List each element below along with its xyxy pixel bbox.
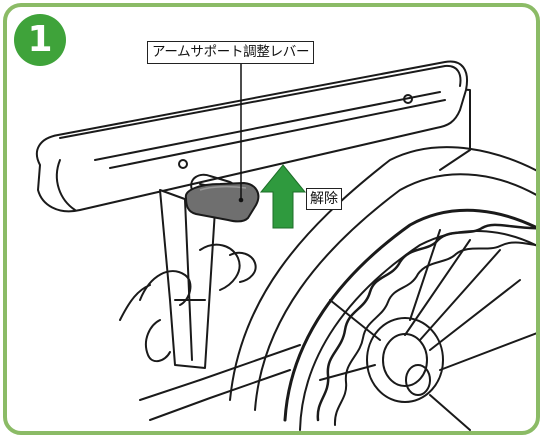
release-label: 解除 bbox=[306, 188, 342, 210]
up-arrow-icon bbox=[259, 164, 307, 229]
wheel-hub bbox=[366, 317, 444, 403]
lever-callout-label: アームサポート調整レバー bbox=[147, 41, 315, 64]
armrest-screw-hole bbox=[178, 159, 188, 169]
wheel-tire bbox=[229, 146, 536, 401]
hand bbox=[139, 243, 257, 363]
armrest-pad bbox=[35, 60, 468, 213]
step-number-badge: 1 bbox=[14, 14, 66, 66]
wheel-spokes bbox=[319, 229, 536, 431]
armrest-pad-edge bbox=[59, 64, 462, 139]
armrest-screw-hole bbox=[403, 94, 413, 104]
